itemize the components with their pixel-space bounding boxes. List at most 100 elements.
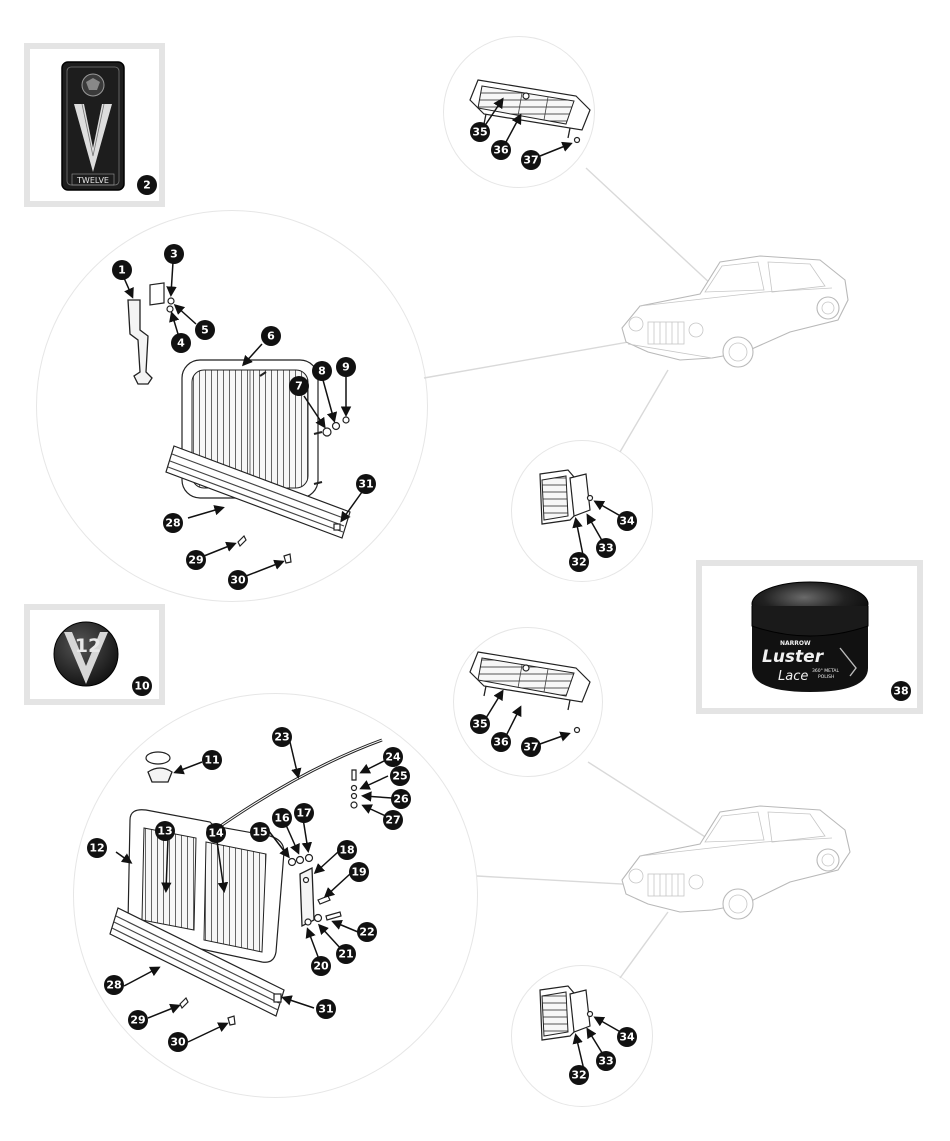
svg-text:26: 26	[393, 793, 409, 806]
callout-19: 19	[349, 862, 369, 882]
callout-33: 33	[596, 1051, 616, 1071]
car-illustration-lower	[621, 805, 851, 920]
lower-vent-grille-parts	[469, 651, 591, 734]
callout-35: 35	[470, 714, 490, 734]
callout-27: 27	[383, 810, 403, 830]
v12-badge-image: 12	[53, 621, 119, 687]
svg-text:8: 8	[318, 365, 326, 378]
callout-21: 21	[336, 944, 356, 964]
callout-25: 25	[390, 766, 410, 786]
svg-text:36: 36	[493, 144, 509, 157]
callout-5: 5	[195, 320, 215, 340]
callout-37: 37	[521, 737, 541, 757]
v12-badge-label: 12	[75, 635, 101, 657]
car-illustration-upper	[621, 255, 849, 368]
svg-text:3: 3	[170, 248, 178, 261]
callout-12: 12	[87, 838, 107, 858]
callout-33: 33	[596, 538, 616, 558]
svg-text:31: 31	[318, 1003, 333, 1016]
callout-24: 24	[383, 747, 403, 767]
upper-grille-parts	[127, 282, 351, 564]
callout-32: 32	[569, 552, 589, 572]
svg-text:25: 25	[392, 770, 407, 783]
upper-vent-grille-parts	[469, 79, 591, 144]
svg-text:23: 23	[274, 731, 289, 744]
svg-text:15: 15	[252, 826, 267, 839]
callout-34: 34	[617, 511, 637, 531]
svg-text:35: 35	[472, 718, 487, 731]
callout-13: 13	[155, 821, 175, 841]
callout-16: 16	[272, 808, 292, 828]
callout-32: 32	[569, 1065, 589, 1085]
lower-side-vent-parts	[539, 985, 594, 1041]
callout-1: 1	[112, 260, 132, 280]
svg-text:33: 33	[598, 1055, 613, 1068]
callout-14: 14	[206, 823, 226, 843]
callout-34: 34	[617, 1027, 637, 1047]
callout-arrows	[115, 97, 625, 1071]
svg-text:4: 4	[177, 337, 185, 350]
callout-31: 31	[356, 474, 376, 494]
callout-30: 30	[168, 1032, 188, 1052]
callout-2: 2	[137, 175, 157, 195]
svg-text:28: 28	[106, 979, 121, 992]
callout-22: 22	[357, 922, 377, 942]
svg-text:30: 30	[230, 574, 246, 587]
jar-label-sub2: POLISH	[818, 674, 834, 680]
svg-text:18: 18	[339, 844, 354, 857]
svg-text:22: 22	[359, 926, 374, 939]
svg-text:34: 34	[619, 515, 635, 528]
callout-31: 31	[316, 999, 336, 1019]
callout-18: 18	[337, 840, 357, 860]
callout-26: 26	[391, 789, 411, 809]
metal-polish-jar-image: NARROW Luster Lace 360° METAL POLISH	[751, 581, 869, 692]
svg-text:27: 27	[385, 814, 400, 827]
callout-37: 37	[521, 150, 541, 170]
upper-side-vent-parts	[539, 469, 594, 525]
callout-8: 8	[312, 361, 332, 381]
callout-30: 30	[228, 570, 248, 590]
svg-text:30: 30	[170, 1036, 186, 1049]
svg-text:20: 20	[313, 960, 329, 973]
svg-text:14: 14	[208, 827, 224, 840]
callout-36: 36	[491, 140, 511, 160]
svg-text:38: 38	[893, 685, 908, 698]
callout-29: 29	[128, 1010, 148, 1030]
svg-text:33: 33	[598, 542, 613, 555]
callout-9: 9	[336, 357, 356, 377]
v-twelve-badge-image: TWELVE	[61, 61, 125, 191]
jar-label-lace: Lace	[778, 669, 808, 684]
svg-text:2: 2	[143, 179, 151, 192]
svg-text:7: 7	[295, 380, 303, 393]
svg-text:29: 29	[188, 554, 203, 567]
callout-23: 23	[272, 727, 292, 747]
svg-text:11: 11	[204, 754, 219, 767]
svg-text:12: 12	[89, 842, 104, 855]
svg-text:32: 32	[571, 556, 586, 569]
svg-text:37: 37	[523, 741, 538, 754]
callout-7: 7	[289, 376, 309, 396]
jar-label-sub1: 360° METAL	[812, 668, 839, 674]
callout-28: 28	[163, 513, 183, 533]
svg-text:10: 10	[134, 680, 150, 693]
svg-text:28: 28	[165, 517, 180, 530]
svg-text:32: 32	[571, 1069, 586, 1082]
svg-text:9: 9	[342, 361, 350, 374]
callout-11: 11	[202, 750, 222, 770]
callout-10: 10	[132, 676, 152, 696]
svg-text:13: 13	[157, 825, 172, 838]
svg-text:29: 29	[130, 1014, 145, 1027]
callout-35: 35	[470, 122, 490, 142]
svg-text:16: 16	[274, 812, 290, 825]
callout-17: 17	[294, 803, 314, 823]
svg-text:1: 1	[118, 264, 126, 277]
callout-29: 29	[186, 550, 206, 570]
jar-label-narrow: NARROW	[780, 640, 811, 647]
callout-15: 15	[250, 822, 270, 842]
jar-label-luster: Luster	[762, 647, 825, 667]
callout-20: 20	[311, 956, 331, 976]
connector-lines	[423, 167, 713, 979]
svg-text:31: 31	[358, 478, 373, 491]
